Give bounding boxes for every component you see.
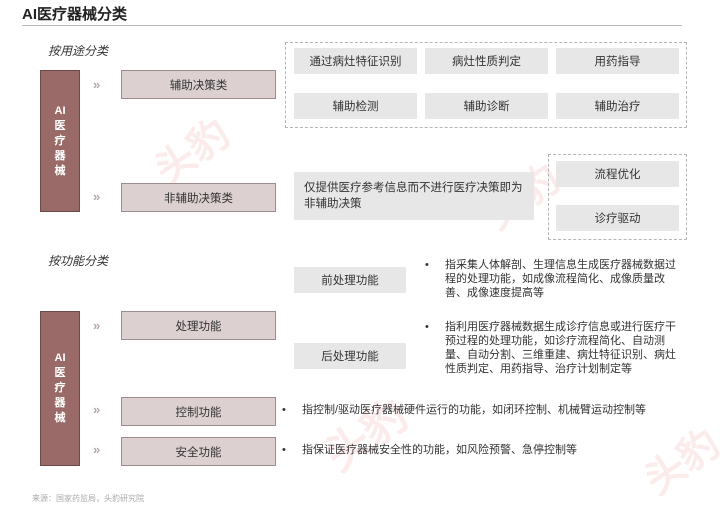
category-non-assist-decision: 非辅助决策类 [121, 183, 276, 212]
control-desc: •指控制/驱动医疗器械硬件运行的功能，如闭环控制、机械臂运动控制等 [282, 404, 647, 416]
pre-processing-box: 前处理功能 [294, 267, 406, 293]
assist-items-group [285, 42, 687, 128]
category-safety: 安全功能 [121, 437, 276, 466]
double-arrow-icon: » [93, 77, 101, 92]
double-arrow-icon: » [93, 442, 101, 457]
non-assist-items-group [548, 154, 687, 240]
ai-device-label-use: AI医疗器械 [40, 70, 80, 212]
assist-item: 用药指导 [556, 48, 679, 74]
watermark-logo: 头豹 [146, 110, 239, 195]
category-assist-decision: 辅助决策类 [121, 70, 276, 99]
watermark-logo: 头豹 [315, 389, 418, 482]
non-assist-description: 仅提供医疗参考信息而不进行医疗决策即为非辅助决策 [294, 172, 534, 220]
watermark-logo: 头豹 [636, 420, 720, 505]
category-processing: 处理功能 [121, 311, 276, 340]
page-title: AI医疗器械分类 [22, 6, 128, 23]
non-assist-item: 诊疗驱动 [556, 205, 679, 231]
post-processing-box: 后处理功能 [294, 343, 406, 369]
category-control: 控制功能 [121, 397, 276, 426]
section-by-use: 按用途分类 [48, 44, 109, 58]
section-by-function: 按功能分类 [48, 254, 109, 268]
title-divider [22, 25, 682, 26]
double-arrow-icon: » [93, 318, 101, 333]
double-arrow-icon: » [93, 189, 101, 204]
ai-device-label-function: AI医疗器械 [40, 311, 80, 466]
assist-item: 病灶性质判定 [425, 48, 548, 74]
assist-item: 辅助治疗 [556, 93, 679, 119]
post-processing-desc: •指利用医疗器械数据生成诊疗信息或进行医疗干预过程的处理功能，如诊疗流程简化、自… [425, 321, 676, 375]
source-note: 来源：国家药监局，头豹研究院 [32, 494, 144, 503]
assist-item: 辅助诊断 [425, 93, 548, 119]
assist-item: 通过病灶特征识别 [294, 48, 417, 74]
non-assist-item: 流程优化 [556, 161, 679, 187]
double-arrow-icon: » [93, 402, 101, 417]
safety-desc: •指保证医疗器械安全性的功能，如风险预警、急停控制等 [282, 444, 577, 456]
assist-item: 辅助检测 [294, 93, 417, 119]
pre-processing-desc: •指采集人体解剖、生理信息生成医疗器械数据过程的处理功能，如成像流程简化、成像质… [425, 259, 676, 299]
